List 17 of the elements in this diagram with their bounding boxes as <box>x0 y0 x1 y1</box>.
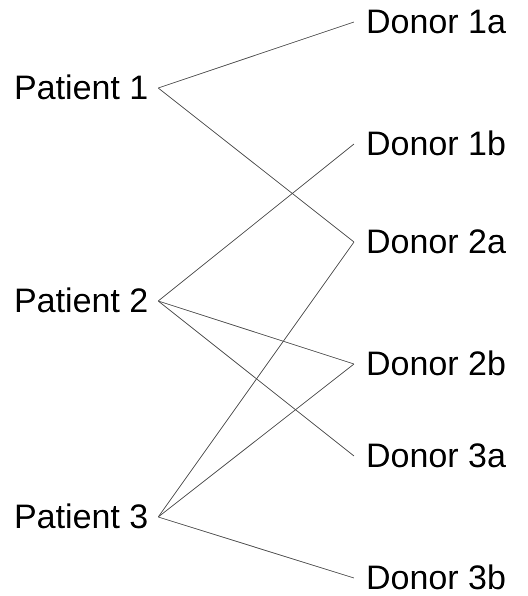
connector-line <box>158 364 354 518</box>
node-label: Donor 2b <box>366 345 506 383</box>
node-label: Donor 2a <box>366 223 506 261</box>
connector-line <box>158 516 354 578</box>
connector-line <box>158 88 354 242</box>
connector-line <box>158 144 354 302</box>
node-label: Donor 1b <box>366 125 506 163</box>
connector-line <box>158 300 354 364</box>
node-label: Patient 2 <box>14 282 148 320</box>
connector-line <box>158 22 354 88</box>
node-label: Patient 3 <box>14 498 148 536</box>
connector-line <box>158 242 354 518</box>
node-label: Donor 3b <box>366 559 506 596</box>
connector-line <box>158 300 354 456</box>
node-label: Patient 1 <box>14 69 148 107</box>
node-label: Donor 3a <box>366 437 506 475</box>
node-label: Donor 1a <box>366 3 506 41</box>
